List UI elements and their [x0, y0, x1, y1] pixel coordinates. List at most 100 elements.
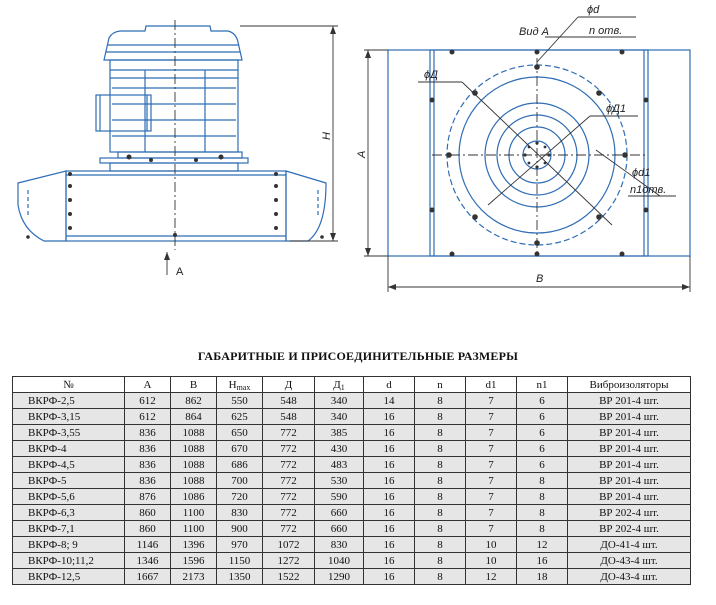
cell-n: 8 — [414, 424, 466, 441]
cell-n: 8 — [414, 472, 466, 489]
cell-b: 1100 — [170, 520, 217, 537]
dim-b-label: B — [536, 273, 543, 285]
cell-d1-big: 660 — [314, 504, 364, 521]
cell-vibro: ВР 202-4 шт. — [567, 520, 691, 537]
header-d1-main: Д — [333, 378, 341, 391]
cell-hmax: 1150 — [216, 552, 263, 569]
view-arrow-label: A — [176, 266, 184, 278]
table-header-row: № A B Hmax Д Д1 d n d1 n1 Виброизоляторы — [12, 376, 691, 393]
cell-n: 8 — [414, 568, 466, 585]
cell-vibro: ВР 201-4 шт. — [567, 424, 691, 441]
cell-n1: 6 — [516, 456, 568, 473]
cell-n1: 8 — [516, 504, 568, 521]
cell-hmax: 970 — [216, 536, 263, 553]
header-vibro: Виброизоляторы — [567, 376, 691, 393]
cell-vibro: ВР 201-4 шт. — [567, 440, 691, 457]
cell-n: 8 — [414, 504, 466, 521]
cell-d: 16 — [363, 408, 415, 425]
cell-vibro: ДО-43-4 шт. — [567, 568, 691, 585]
cell-model: ВКРФ-4,5 — [12, 456, 125, 473]
cell-hmax: 686 — [216, 456, 263, 473]
cell-d-big: 548 — [262, 408, 315, 425]
cell-n1: 12 — [516, 536, 568, 553]
cell-d1-big: 590 — [314, 488, 364, 505]
cell-a: 1146 — [124, 536, 171, 553]
cell-d1-big: 385 — [314, 424, 364, 441]
cell-vibro: ДО-43-4 шт. — [567, 552, 691, 569]
cell-d1: 7 — [465, 392, 517, 409]
cell-hmax: 830 — [216, 504, 263, 521]
cell-d-big: 548 — [262, 392, 315, 409]
fan-drawing: A H A B Вид А ϕd n отв. ϕД ϕД1 ϕd1 n1отв… — [17, 4, 691, 292]
cell-d-big: 772 — [262, 456, 315, 473]
cell-a: 836 — [124, 472, 171, 489]
cell-b: 1088 — [170, 456, 217, 473]
cell-n1: 8 — [516, 472, 568, 489]
cell-d1-big: 483 — [314, 456, 364, 473]
cell-d1: 7 — [465, 472, 517, 489]
cell-d: 14 — [363, 392, 415, 409]
cell-vibro: ВР 201-4 шт. — [567, 472, 691, 489]
cell-d-big: 772 — [262, 488, 315, 505]
cell-d-big: 772 — [262, 440, 315, 457]
cell-n: 8 — [414, 408, 466, 425]
cell-d1-big: 1290 — [314, 568, 364, 585]
view-a-label: Вид А — [519, 26, 549, 38]
cell-n1: 16 — [516, 552, 568, 569]
cell-n1: 8 — [516, 488, 568, 505]
side-view — [17, 25, 327, 242]
cell-d1-big: 530 — [314, 472, 364, 489]
cell-n1: 6 — [516, 424, 568, 441]
cell-b: 1086 — [170, 488, 217, 505]
cell-b: 1088 — [170, 440, 217, 457]
cell-d-big: 772 — [262, 504, 315, 521]
header-d1: d1 — [465, 376, 517, 393]
cell-d1: 7 — [465, 520, 517, 537]
header-d-big: Д — [262, 376, 315, 393]
cell-d: 16 — [363, 536, 415, 553]
d1-label: ϕd1 — [632, 167, 650, 179]
cell-n1: 8 — [516, 520, 568, 537]
cell-d1: 7 — [465, 504, 517, 521]
cell-vibro: ВР 201-4 шт. — [567, 408, 691, 425]
header-n1: n1 — [516, 376, 568, 393]
cell-hmax: 650 — [216, 424, 263, 441]
D1-label: ϕД1 — [606, 103, 626, 115]
cell-d1-big: 830 — [314, 536, 364, 553]
cell-a: 836 — [124, 456, 171, 473]
cell-a: 1667 — [124, 568, 171, 585]
cell-model: ВКРФ-3,55 — [12, 424, 125, 441]
cell-a: 836 — [124, 440, 171, 457]
cell-d1-big: 430 — [314, 440, 364, 457]
cell-d1: 7 — [465, 424, 517, 441]
cell-d: 16 — [363, 520, 415, 537]
cell-model: ВКРФ-2,5 — [12, 392, 125, 409]
cell-d-big: 1072 — [262, 536, 315, 553]
cell-n: 8 — [414, 552, 466, 569]
header-a: A — [124, 376, 171, 393]
cell-model: ВКРФ-4 — [12, 440, 125, 457]
cell-model: ВКРФ-10;11,2 — [12, 552, 125, 569]
cell-n: 8 — [414, 536, 466, 553]
cell-d-big: 772 — [262, 472, 315, 489]
cell-vibro: ВР 202-4 шт. — [567, 504, 691, 521]
cell-d1: 7 — [465, 488, 517, 505]
cell-n: 8 — [414, 488, 466, 505]
cell-a: 1346 — [124, 552, 171, 569]
cell-a: 876 — [124, 488, 171, 505]
header-n: n — [414, 376, 466, 393]
cell-vibro: ВР 201-4 шт. — [567, 392, 691, 409]
cell-n: 8 — [414, 456, 466, 473]
cell-d: 16 — [363, 488, 415, 505]
header-h-main: H — [228, 378, 237, 391]
cell-d1: 10 — [465, 552, 517, 569]
